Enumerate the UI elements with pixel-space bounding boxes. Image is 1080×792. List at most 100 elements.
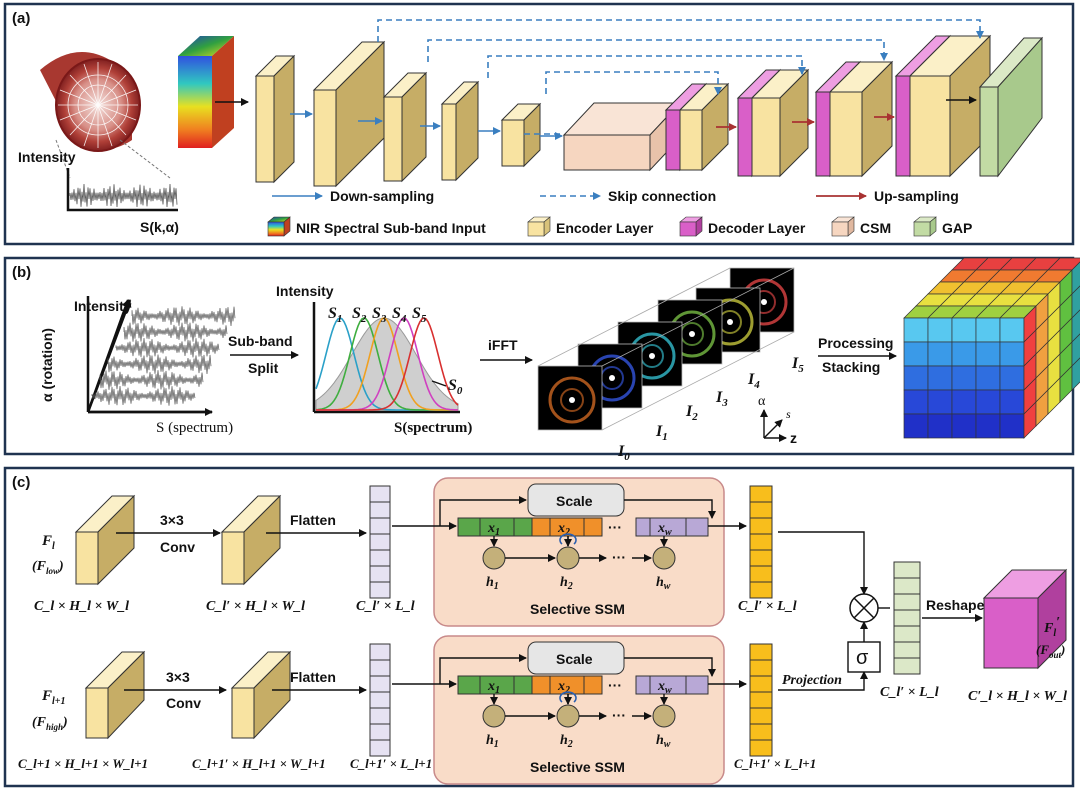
legend-skip: Skip connection [540,188,716,204]
legend-encoder-label: Encoder Layer [556,220,654,236]
hidden-state-3 [652,546,676,570]
scale-label: Scale [556,651,593,667]
b-intensity-label: Intensity [74,298,132,314]
oct-image-0 [537,365,603,431]
token-cell [513,675,533,695]
cube-front-cell [927,413,953,439]
c-top-conv-top: 3×3 [160,512,184,528]
wave-trace [131,306,236,327]
cube-front-cell [975,365,1001,391]
panel-b: Intensity α (rotation) S (spectrum) Sub-… [39,257,1080,463]
hidden-label-2: h2 [560,733,573,750]
vector-cell [749,723,773,741]
axis-alpha: α [758,394,766,409]
encoder-block-1 [254,54,296,184]
vector-cell [749,533,773,551]
vector-cell [893,577,921,595]
encoder-block-4 [440,80,480,182]
c-top-dim-out: C_l′ × L_l [738,599,797,614]
sigma-label: σ [856,647,869,669]
vector-cell [749,691,773,709]
legend-down: Down-sampling [272,188,434,204]
ssm-container [433,477,725,627]
wave-trace [115,337,220,358]
vector-cell [369,739,391,757]
skip-connection [487,55,806,78]
c-bottom-conv-block [230,650,292,740]
hidden-label-1: h1 [486,733,499,750]
stack-edge [601,267,795,367]
legend-nir-label: NIR Spectral Sub-band Input [296,220,486,236]
stack-edge [537,267,731,367]
vector-cell [749,659,773,677]
a-intensity-label: Intensity [18,149,76,165]
wave-trace [107,354,212,375]
decoder-pair-3 [814,60,894,178]
wave-trace [99,370,204,390]
cube-side-cell [1071,357,1080,391]
encoder-block-2 [312,40,386,188]
token-label-2: x2 [557,521,570,538]
token-cell [635,517,651,537]
token-cell [457,517,481,537]
b-split-top: Sub-band [228,333,293,349]
cube-front-cell [927,389,953,415]
c-f-out: Fl′ [1043,615,1060,639]
stack-edge [601,331,795,431]
c-bottom-input-block [84,650,146,740]
vector-cell [749,739,773,757]
cube-front-cell [975,413,1001,439]
subband-curves [315,317,459,411]
reshape-label: Reshape [926,597,985,613]
image-label-1: I1 [655,423,668,443]
h-dots: ··· [612,549,626,565]
b-alpha-axis-label: α (rotation) [39,328,55,402]
legend-gap: GAP [913,216,972,237]
encoder-blocks [254,40,542,188]
vector-cell [749,707,773,725]
token-cell [531,517,551,537]
vector-cell [893,641,921,659]
vector-cell [893,561,921,579]
c-f-out-alt: (Fout) [1036,642,1065,660]
token-label-1: x1 [487,521,500,538]
c-top-row: Fl (Flow) C_l × H_l × W_l 3×3 Conv C_l′ … [32,485,415,614]
legend-encoder: Encoder Layer [527,216,654,237]
c-bottom-f-alt: (Fhigh) [32,715,68,732]
panel-a-label: (a) [12,10,30,27]
vector-cell [749,485,773,503]
token-dots: ··· [608,519,622,535]
subband-label-3: S3 [372,305,387,325]
token-cell [583,517,603,537]
cube-front-cell [951,413,977,439]
hidden-label-3: hw [656,575,671,592]
legend-gap-label: GAP [942,220,972,236]
token-label-2: x2 [557,679,570,696]
cube-front-cell [951,389,977,415]
scale-out-arrow [624,657,716,677]
c-bottom-f: Fl+1 [41,688,66,707]
decoder-pair-2 [736,68,810,178]
b-ifft-label: iFFT [488,337,518,353]
c-top-dim-in: C_l × H_l × W_l [34,599,129,614]
recurrence-icon [559,533,577,545]
hidden-state-3 [652,704,676,728]
cube-front-cell [903,413,929,439]
cube-front-cell [903,341,929,367]
c-top-f: Fl [41,533,55,552]
token-dots: ··· [608,677,622,693]
decoder-skip-part [678,82,730,172]
token-cell [685,517,709,537]
cube-front-cell [903,389,929,415]
image-label-3: I3 [715,389,728,409]
token-label-w: xw [657,679,672,696]
cube-front-cell [927,341,953,367]
cube-front-cell [903,317,929,343]
image-label-2: I2 [685,403,698,423]
c-dim-mid: C_l′ × L_l [880,685,939,700]
cube-front-cell [999,317,1025,343]
decoder-pair-1 [664,82,730,172]
cube-front-cell [975,341,1001,367]
